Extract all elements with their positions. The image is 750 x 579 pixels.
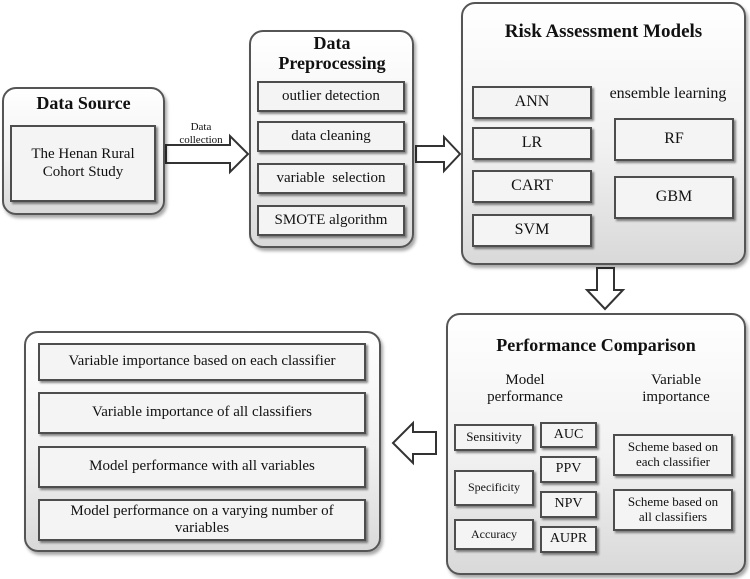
arrow-to-preprocessing bbox=[165, 133, 250, 175]
metric-accuracy: Accuracy bbox=[454, 519, 534, 550]
ensemble-learning-label: ensemble learning bbox=[609, 85, 727, 102]
arrow-to-risk-models bbox=[415, 134, 462, 174]
arrow-to-outputs bbox=[391, 420, 437, 466]
model-performance-label: Model performance bbox=[487, 372, 563, 406]
output-importance-all: Variable importance of all classifiers bbox=[38, 392, 366, 434]
metric-npv: NPV bbox=[540, 491, 597, 518]
data-source-title: Data Source bbox=[36, 93, 131, 113]
metric-sensitivity: Sensitivity bbox=[454, 424, 534, 451]
model-ann: ANN bbox=[472, 86, 592, 119]
output-performance-varying: Model performance on a varying number of… bbox=[38, 499, 366, 541]
metric-aupr: AUPR bbox=[540, 526, 597, 553]
performance-title: Performance Comparison bbox=[496, 335, 696, 355]
preprocessing-title: Data Preprocessing bbox=[278, 33, 386, 73]
scheme-each-classifier: Scheme based on each classifier bbox=[613, 434, 733, 476]
variable-importance-label: Variable importance bbox=[642, 372, 710, 406]
model-cart: CART bbox=[472, 170, 592, 203]
arrow-label-line1: Data bbox=[190, 121, 212, 133]
preprocessing-item-smote: SMOTE algorithm bbox=[257, 205, 405, 236]
metric-specificity: Specificity bbox=[454, 470, 534, 506]
arrow-to-performance bbox=[584, 267, 626, 311]
data-source-box: The Henan Rural Cohort Study bbox=[10, 125, 156, 202]
preprocessing-item-outlier: outlier detection bbox=[257, 81, 405, 112]
model-svm: SVM bbox=[472, 214, 592, 247]
metric-auc: AUC bbox=[540, 422, 597, 448]
model-gbm: GBM bbox=[614, 176, 734, 219]
risk-models-title: Risk Assessment Models bbox=[504, 21, 703, 42]
metric-ppv: PPV bbox=[540, 456, 597, 483]
arrow-label-line2: collection bbox=[179, 134, 223, 146]
model-lr: LR bbox=[472, 127, 592, 160]
model-rf: RF bbox=[614, 118, 734, 161]
scheme-all-classifiers: Scheme based on all classifiers bbox=[613, 489, 733, 531]
data-source-box-label: The Henan Rural Cohort Study bbox=[31, 146, 135, 180]
preprocessing-item-cleaning: data cleaning bbox=[257, 121, 405, 152]
output-performance-all-variables: Model performance with all variables bbox=[38, 446, 366, 488]
preprocessing-item-selection: variable selection bbox=[257, 163, 405, 194]
output-importance-each: Variable importance based on each classi… bbox=[38, 343, 366, 381]
